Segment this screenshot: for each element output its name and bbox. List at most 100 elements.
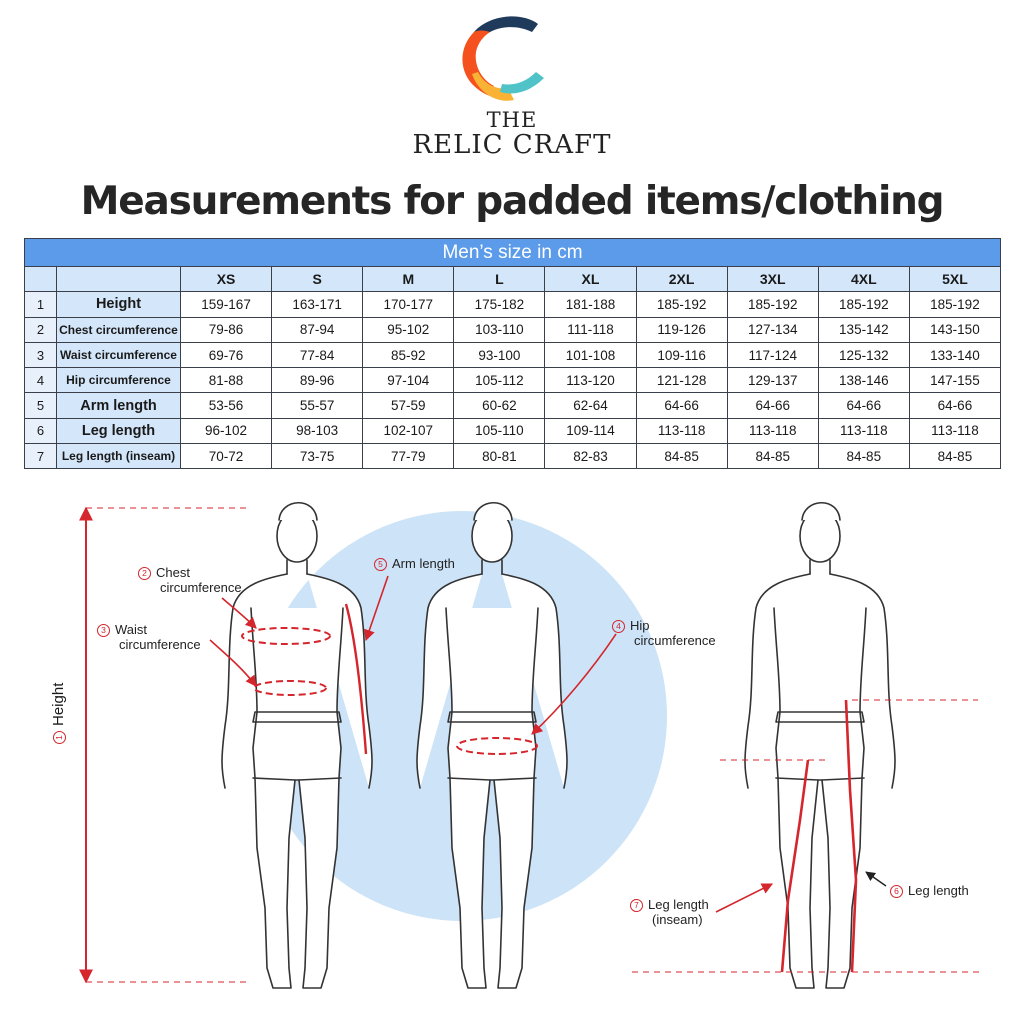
measurement-value: 84-85 (817, 443, 910, 470)
measurement-label: Leg length (56, 417, 181, 445)
measurement-value: 97-104 (362, 367, 455, 394)
measurement-value: 170-177 (362, 291, 455, 318)
measurement-label: Leg length (inseam) (56, 443, 181, 470)
measurement-value: 57-59 (362, 392, 455, 419)
measurement-value: 109-114 (544, 417, 637, 445)
measurement-value: 62-64 (544, 392, 637, 419)
measurement-value: 135-142 (817, 316, 910, 343)
measurement-value: 79-86 (179, 316, 273, 343)
measurement-value: 82-83 (544, 443, 637, 470)
row-number: 4 (24, 367, 57, 394)
measurement-value: 70-72 (179, 443, 273, 470)
measurement-value: 105-112 (453, 367, 546, 394)
measurement-value: 53-56 (179, 392, 273, 419)
measurement-value: 77-79 (362, 443, 455, 470)
measurement-value: 77-84 (271, 341, 364, 369)
measurement-value: 84-85 (908, 443, 1002, 470)
measurement-value: 64-66 (635, 392, 728, 419)
measurement-value: 113-120 (544, 367, 637, 394)
measurement-value: 85-92 (362, 341, 455, 369)
measurement-value: 98-103 (271, 417, 364, 445)
measurement-value: 103-110 (453, 316, 546, 343)
measurement-value: 81-88 (179, 367, 273, 394)
side-figure (744, 501, 896, 989)
size-header: 3XL (726, 265, 819, 293)
brand-logo (462, 16, 544, 101)
measurement-value: 133-140 (908, 341, 1002, 369)
inseam-label-line2: (inseam) (652, 912, 703, 927)
measurement-value: 113-118 (908, 417, 1002, 445)
measurement-value: 111-118 (544, 316, 637, 343)
chest-label-line1: Chest (156, 565, 190, 580)
hip-label-line2: circumference (634, 633, 716, 648)
size-header: L (453, 265, 546, 293)
measurement-value: 119-126 (635, 316, 728, 343)
body-measurement-figure (79, 501, 980, 989)
measurement-value: 159-167 (179, 291, 273, 318)
number-badge: 7 (630, 899, 643, 912)
height-text: Height (50, 682, 67, 726)
measurement-value: 89-96 (271, 367, 364, 394)
size-header: XL (544, 265, 637, 293)
size-header: 2XL (635, 265, 728, 293)
measurement-value: 69-76 (179, 341, 273, 369)
row-number: 3 (24, 341, 57, 369)
measurement-value: 125-132 (817, 341, 910, 369)
measurement-value: 185-192 (726, 291, 819, 318)
measurement-value: 117-124 (726, 341, 819, 369)
measurement-value: 60-62 (453, 392, 546, 419)
measurement-label: Chest circumference (56, 316, 181, 343)
leg-label-text: Leg length (908, 883, 969, 898)
page-title: Measurements for padded items/clothing (80, 179, 945, 224)
measurement-value: 143-150 (908, 316, 1002, 343)
measurement-value: 95-102 (362, 316, 455, 343)
size-header: M (362, 265, 455, 293)
size-header: 5XL (908, 265, 1002, 293)
table-caption: Men’s size in cm (24, 238, 1001, 267)
number-badge: 4 (612, 620, 625, 633)
table-header-row: XS S M L XL 2XL 3XL 4XL 5XL (24, 265, 1002, 293)
brand-name-line1: THE (486, 108, 538, 132)
measurement-value: 73-75 (271, 443, 364, 470)
measurement-value: 105-110 (453, 417, 546, 445)
number-badge: 5 (374, 558, 387, 571)
row-number: 1 (24, 291, 57, 318)
measurement-value: 84-85 (635, 443, 728, 470)
measurement-value: 84-85 (726, 443, 819, 470)
measurement-value: 64-66 (817, 392, 910, 419)
row-number: 5 (24, 392, 57, 419)
header-blank (24, 265, 57, 293)
measurement-value: 121-128 (635, 367, 728, 394)
inseam-label: 7 Leg length(inseam) (630, 897, 709, 927)
measurement-value: 185-192 (908, 291, 1002, 318)
inseam-label-line1: Leg length (648, 897, 709, 912)
arm-label-text: Arm length (392, 556, 455, 571)
waist-label-line1: Waist (115, 622, 148, 637)
measurement-value: 96-102 (179, 417, 273, 445)
height-label: 1Height (50, 683, 67, 744)
measurement-value: 147-155 (908, 367, 1002, 394)
header-blank (56, 265, 181, 293)
size-header: S (271, 265, 364, 293)
measurement-value: 113-118 (635, 417, 728, 445)
brand-name-line2: RELIC CRAFT (412, 130, 612, 160)
size-chart-table: Men’s size in cm XS S M L XL 2XL 3XL 4XL… (24, 238, 1002, 470)
number-badge: 3 (97, 624, 110, 637)
measurement-value: 109-116 (635, 341, 728, 369)
measurement-label: Height (56, 291, 181, 318)
measurement-value: 163-171 (271, 291, 364, 318)
number-badge: 2 (138, 567, 151, 580)
chest-label-line2: circumference (160, 580, 242, 595)
measurement-value: 113-118 (817, 417, 910, 445)
row-number: 7 (24, 443, 57, 470)
measurement-value: 93-100 (453, 341, 546, 369)
measurement-value: 175-182 (453, 291, 546, 318)
